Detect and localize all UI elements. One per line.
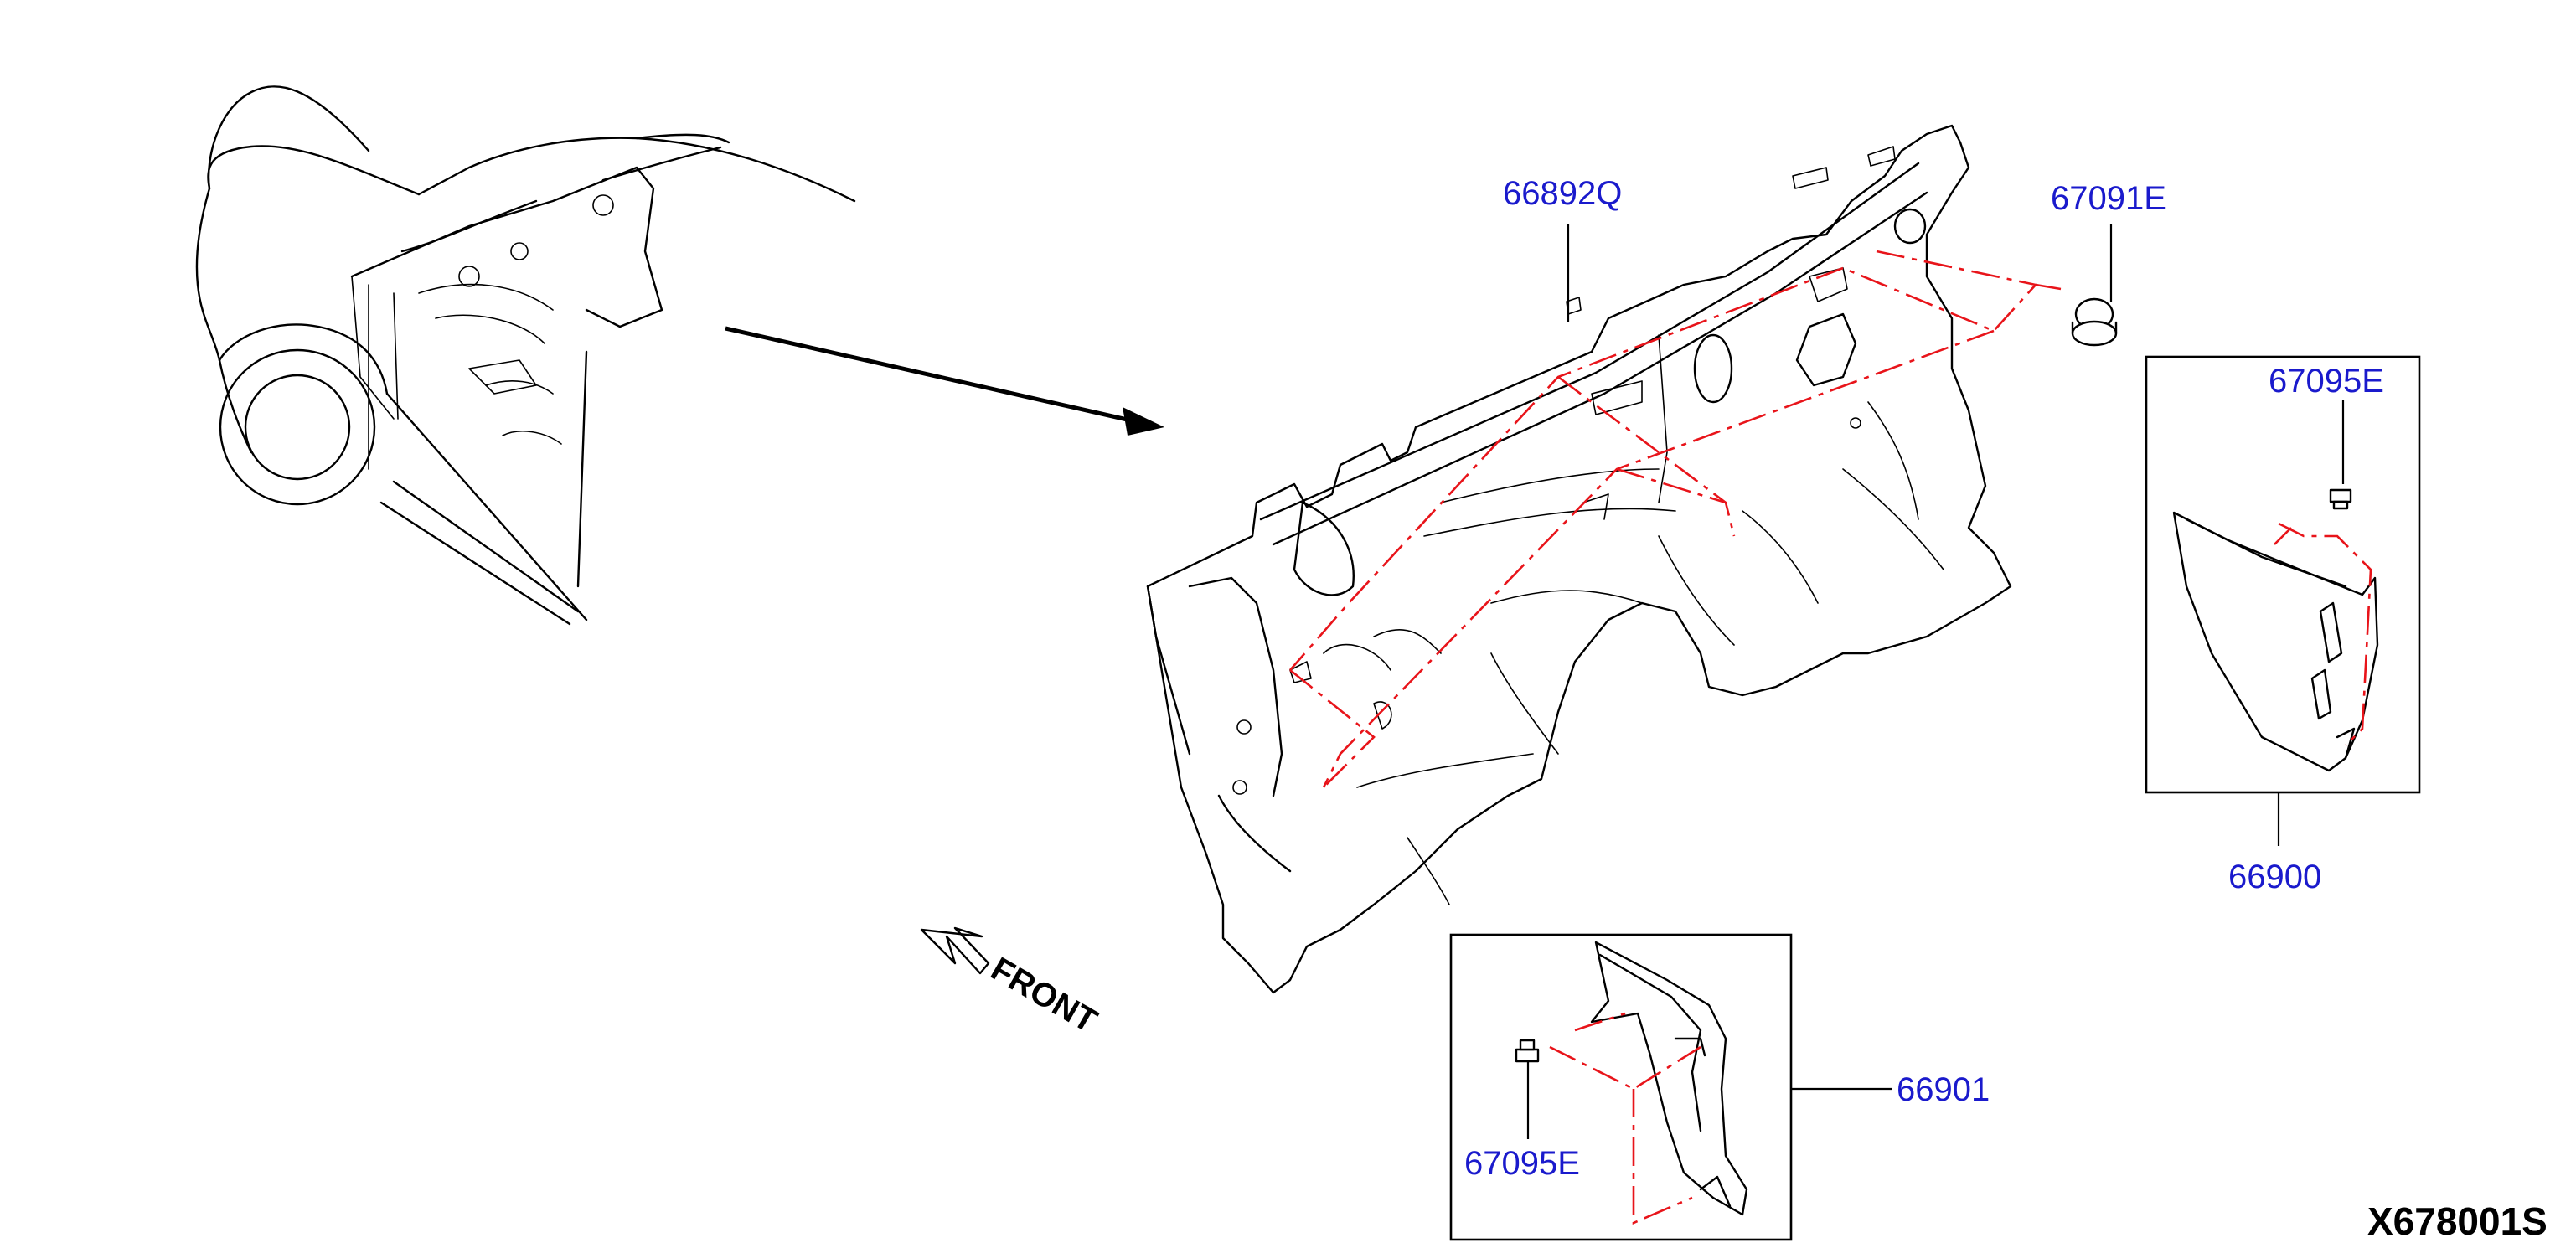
vehicle-cutaway-icon — [195, 85, 856, 626]
grommet-icon — [2071, 297, 2118, 347]
front-label: FRONT — [985, 951, 1103, 1040]
inset-box-right — [2145, 355, 2421, 794]
direction-arrow-icon — [725, 326, 1164, 436]
assembly-lines-main — [1289, 250, 2062, 788]
label-part-66900: 66900 — [2228, 859, 2321, 895]
label-part-67095e-left: 67095E — [1464, 1145, 1580, 1182]
label-part-66901: 66901 — [1897, 1071, 1990, 1108]
label-part-67095e-right: 67095E — [2269, 363, 2384, 400]
label-part-66892q: 66892Q — [1503, 175, 1622, 212]
front-arrow-icon — [920, 926, 990, 975]
clip-icon — [2329, 488, 2352, 510]
inset-box-bottom — [1449, 933, 1793, 1241]
leader-lines — [1526, 224, 2345, 1139]
clip-icon — [1515, 1039, 1540, 1063]
dash-insulator-drawing — [1146, 124, 2012, 994]
label-part-67091e: 67091E — [2051, 180, 2166, 217]
figure-code: X678001S — [2367, 1199, 2548, 1243]
